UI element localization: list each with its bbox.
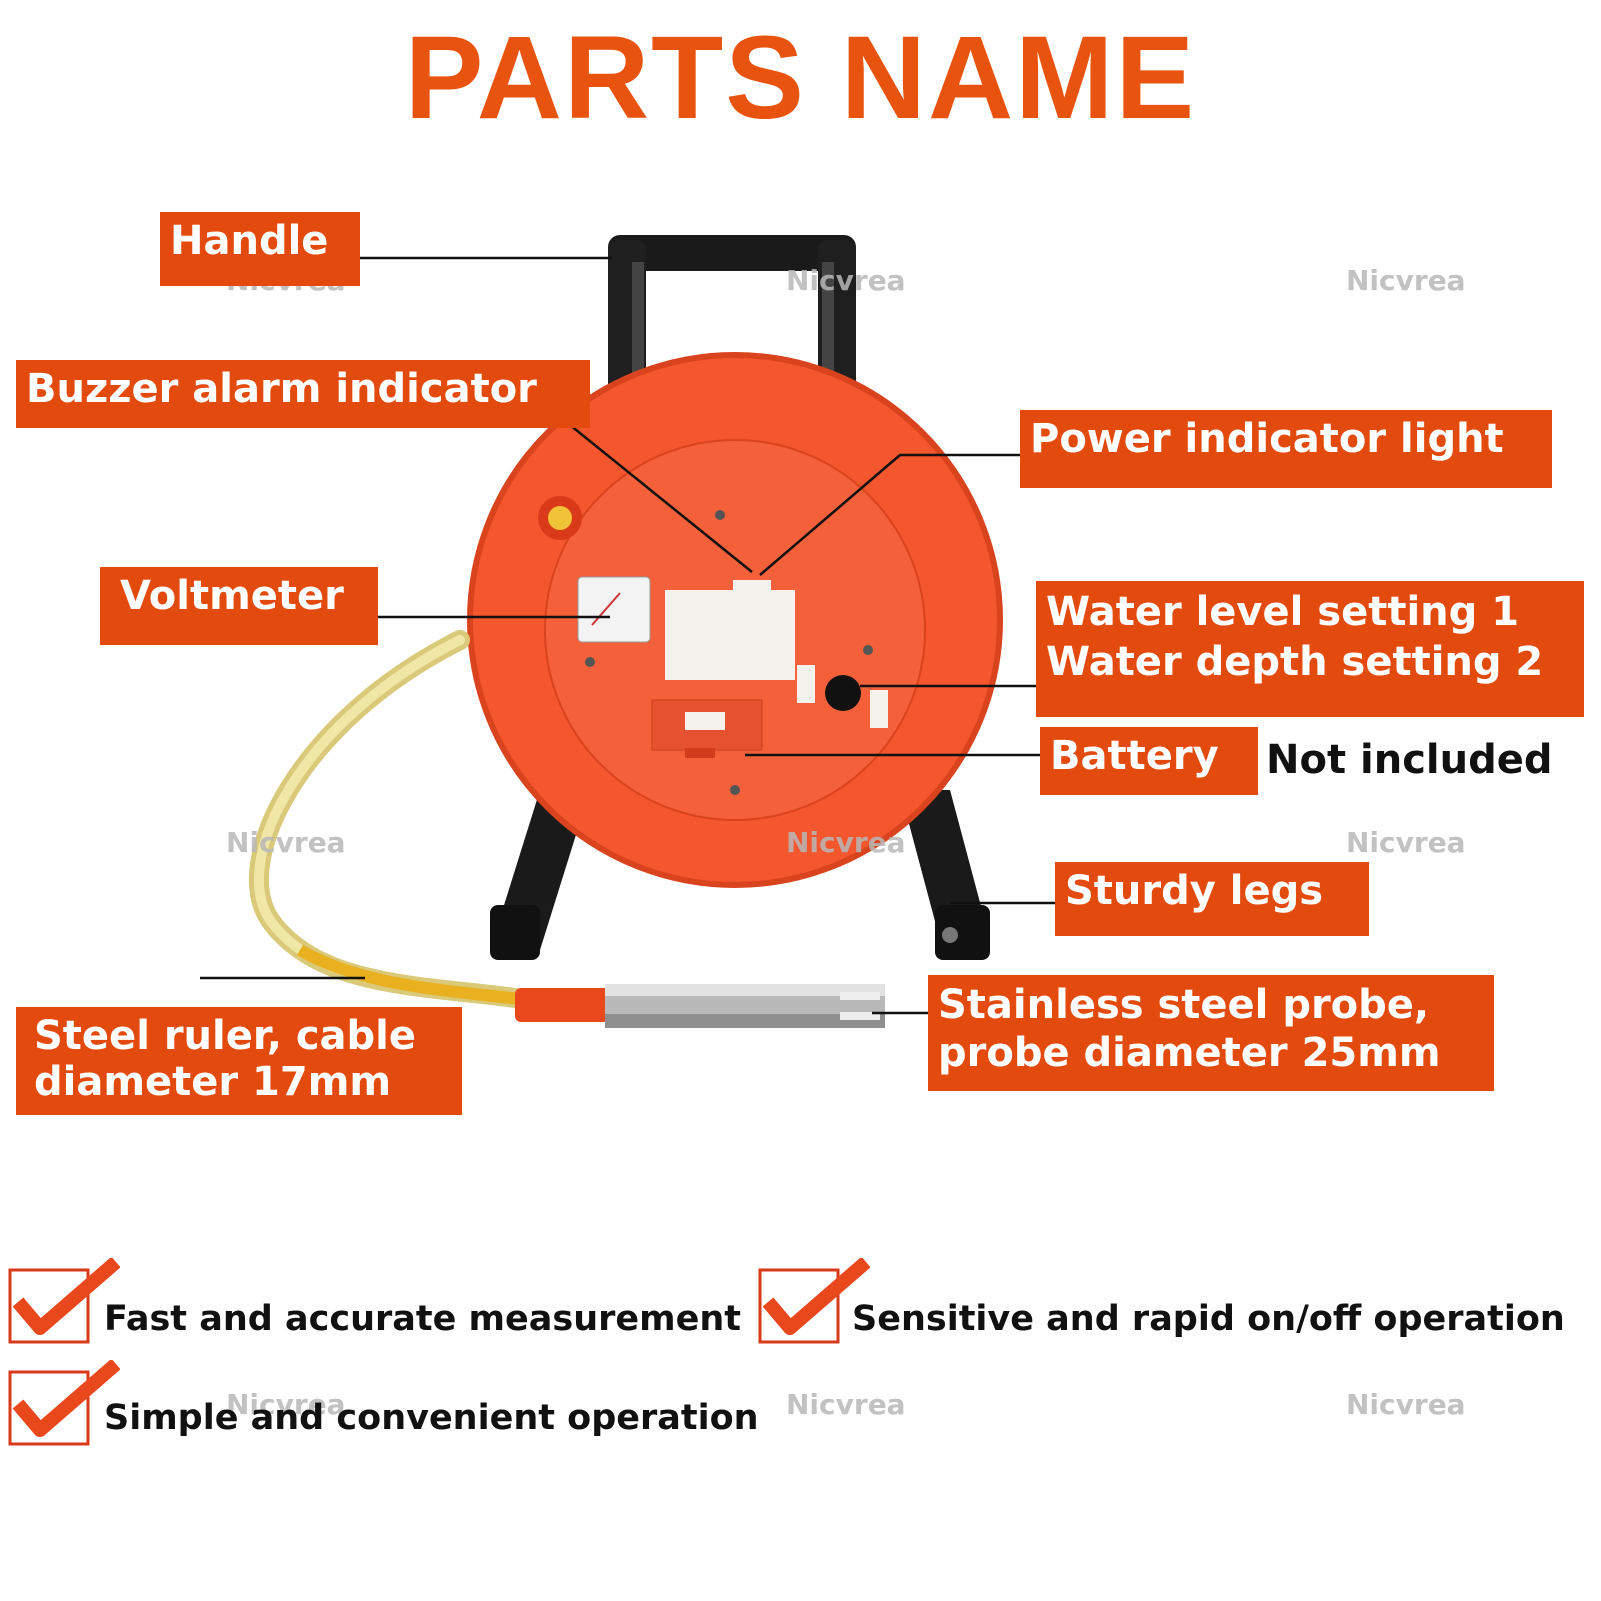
feature-item: Fast and accurate measurement bbox=[104, 1299, 741, 1339]
watermark: Nicvrea bbox=[786, 1388, 906, 1421]
watermark: Nicvrea bbox=[786, 264, 906, 297]
label-power-indicator-light: Power indicator light bbox=[1020, 410, 1552, 488]
probe-shape bbox=[515, 984, 885, 1028]
label-steel-ruler-line1: Steel ruler, cable bbox=[34, 1013, 417, 1059]
label-stainless-probe: Stainless steel probe, probe diameter 25… bbox=[928, 975, 1494, 1091]
watermark: Nicvrea bbox=[226, 826, 346, 859]
reel-body bbox=[467, 352, 1003, 888]
checkmark-icon bbox=[758, 1258, 870, 1344]
watermark: Nicvrea bbox=[1346, 826, 1466, 859]
label-steel-ruler-line2: diameter 17mm bbox=[34, 1059, 392, 1105]
label-water-depth-setting: Water depth setting 2 bbox=[1046, 639, 1544, 685]
label-stainless-probe-line2: probe diameter 25mm bbox=[938, 1030, 1441, 1076]
watermark: Nicvrea bbox=[226, 1388, 346, 1421]
label-stainless-probe-line1: Stainless steel probe, bbox=[938, 982, 1430, 1028]
label-buzzer-alarm-indicator: Buzzer alarm indicator bbox=[16, 360, 590, 428]
label-steel-ruler: Steel ruler, cable diameter 17mm bbox=[16, 1007, 462, 1115]
checkmark-icon bbox=[8, 1258, 120, 1344]
label-handle: Handle bbox=[160, 212, 360, 286]
feature-item: Sensitive and rapid on/off operation bbox=[852, 1299, 1565, 1339]
watermark: Nicvrea bbox=[786, 826, 906, 859]
watermark: Nicvrea bbox=[1346, 264, 1466, 297]
cable-shape bbox=[248, 630, 540, 1010]
label-voltmeter: Voltmeter bbox=[100, 567, 378, 645]
page-title: PARTS NAME bbox=[404, 12, 1197, 144]
label-water-level-setting: Water level setting 1 bbox=[1046, 589, 1520, 635]
label-battery: Battery bbox=[1040, 727, 1258, 795]
label-water-settings: Water level setting 1 Water depth settin… bbox=[1036, 581, 1584, 717]
battery-note: Not included bbox=[1266, 737, 1553, 783]
feature-item: Simple and convenient operation bbox=[104, 1398, 759, 1438]
checkmark-icon bbox=[8, 1360, 120, 1446]
label-sturdy-legs: Sturdy legs bbox=[1055, 862, 1369, 936]
leader-lines bbox=[200, 256, 1055, 1015]
watermark: Nicvrea bbox=[1346, 1388, 1466, 1421]
